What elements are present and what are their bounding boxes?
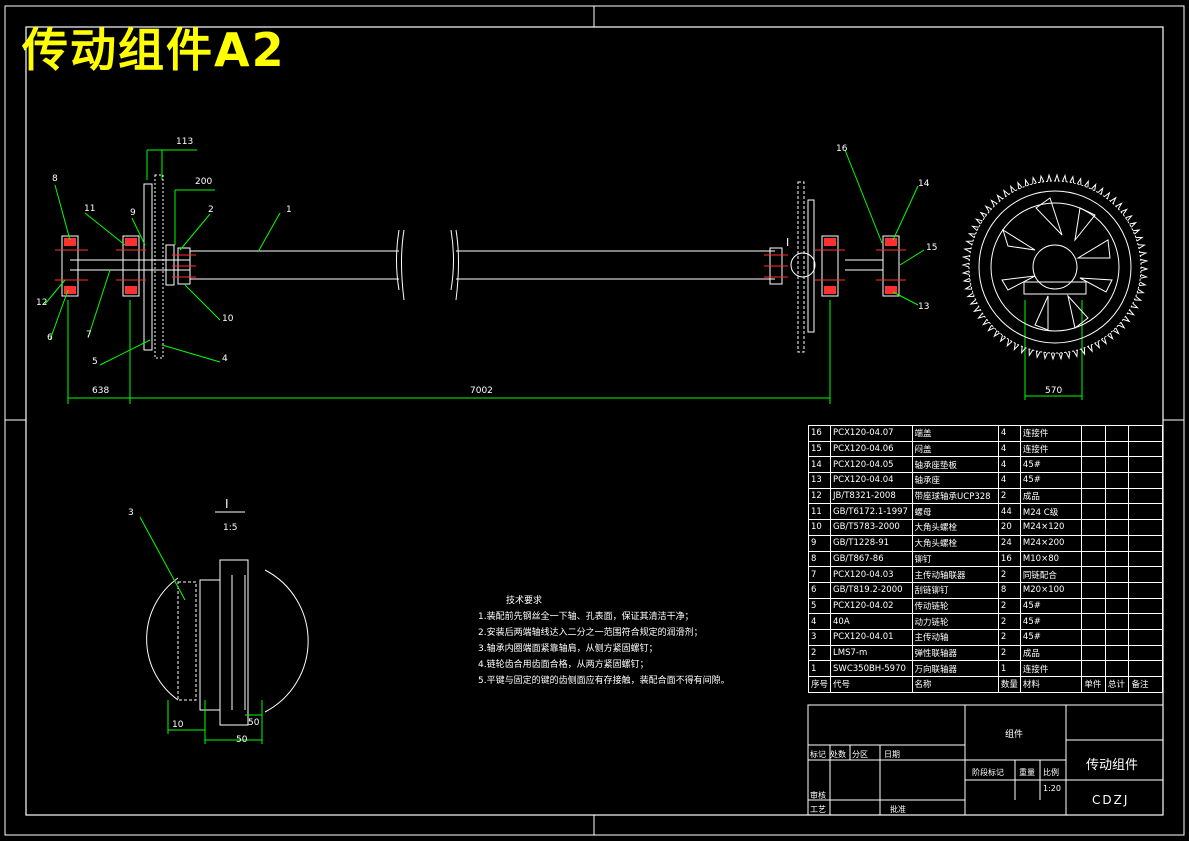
tb-label-zone: 分区 — [852, 750, 868, 759]
bom-no: 6 — [807, 581, 832, 599]
note-5: 5.平键与固定的键的齿侧面应有存接触，装配合面不得有间隙。 — [478, 676, 730, 686]
bearing-right-inner — [815, 235, 845, 297]
dim-7002: 7002 — [470, 386, 493, 396]
coupling-right — [764, 247, 788, 285]
bom-no: 1 — [807, 660, 832, 677]
tb-scale: 1:20 — [1043, 784, 1061, 793]
dimension-lines — [67, 149, 1083, 404]
bearing-right-outer — [845, 235, 906, 297]
balloon-15: 15 — [926, 243, 938, 253]
detail-scale: 1:5 — [223, 523, 238, 533]
tb-drawing-name: 传动组件 — [1086, 758, 1139, 773]
bom-header-name: 名称 — [911, 676, 999, 693]
detail-dim-10: 10 — [172, 720, 184, 730]
detail-dim-50b: 50 — [236, 735, 248, 745]
bom-no: 3 — [807, 628, 832, 646]
balloon-16: 16 — [836, 144, 848, 154]
tb-label-approve: 批准 — [890, 805, 906, 814]
tb-label-review: 审核 — [810, 791, 826, 800]
balloon-leaders — [44, 149, 925, 366]
tb-label-ratio: 比例 — [1043, 768, 1059, 777]
balloon-4: 4 — [222, 354, 228, 364]
right-sprocket — [790, 181, 816, 353]
tb-assembly: 组件 — [1005, 730, 1024, 740]
balloon-1: 1 — [286, 205, 292, 215]
balloon-10: 10 — [222, 314, 234, 324]
balloon-12: 12 — [36, 298, 48, 308]
balloon-7: 7 — [86, 330, 92, 340]
gear-teeth-path — [961, 173, 1149, 361]
detail-marker-I: I — [786, 236, 790, 249]
note-4: 4.链轮齿合用齿面合格，从两方紧固螺钉； — [478, 660, 649, 670]
left-sprocket — [143, 174, 175, 359]
tb-label-stage: 阶段标记 — [972, 768, 1004, 777]
detail-title-I: I — [225, 497, 229, 511]
drawing-title: 传动组件A2 — [22, 23, 286, 77]
dim-113: 113 — [176, 137, 194, 147]
bom-header-remark: 备注 — [1128, 676, 1163, 693]
note-2: 2.安装后两端轴线达入二分之一范围符合规定的润滑剂； — [478, 628, 703, 638]
detail-dim-50a: 50 — [248, 718, 260, 728]
gear-teeth — [961, 173, 1149, 361]
technical-notes: 技术要求 1.装配前先钢丝全一下轴、孔表面，保证其清洁干净； 2.安装后两端轴线… — [478, 593, 730, 689]
balloon-9: 9 — [130, 208, 136, 218]
bom-header-material: 材料 — [1019, 676, 1083, 693]
balloon-6: 6 — [47, 333, 53, 343]
dim-638: 638 — [92, 386, 110, 396]
tb-code: CDZJ — [1092, 793, 1130, 807]
bom-header-row: 序号代号名称数量材料单件总计备注 — [807, 676, 1163, 693]
balloon-11: 11 — [84, 204, 96, 214]
tb-label-date: 日期 — [884, 750, 900, 759]
dim-200: 200 — [195, 177, 213, 187]
coupling-left — [172, 247, 196, 285]
tb-label-process: 工艺 — [810, 805, 826, 814]
main-shaft — [70, 229, 775, 301]
detail-view — [146, 511, 309, 726]
notes-title: 技术要求 — [506, 596, 543, 606]
balloon-2: 2 — [208, 205, 214, 215]
bearing-left-inner — [116, 235, 146, 297]
balloon-13: 13 — [918, 302, 930, 312]
bom-no: 13 — [807, 472, 832, 489]
bearing-left-outer — [55, 235, 88, 297]
balloon-3: 3 — [128, 508, 134, 518]
bom-header-no: 序号 — [807, 676, 832, 693]
balloon-14: 14 — [918, 179, 930, 189]
note-3: 3.轴承内圈端面紧靠轴肩，从侧方紧固螺钉； — [478, 644, 658, 654]
balloon-8: 8 — [52, 174, 58, 184]
note-1: 1.装配前先钢丝全一下轴、孔表面，保证其清洁干净； — [478, 612, 694, 622]
balloon-5: 5 — [92, 357, 98, 367]
detail-dims — [139, 516, 263, 744]
tb-label-mark: 标记 — [810, 750, 826, 759]
tb-label-weight: 重量 — [1019, 768, 1035, 777]
dim-570: 570 — [1045, 386, 1063, 396]
tb-label-count: 处数 — [830, 750, 846, 759]
